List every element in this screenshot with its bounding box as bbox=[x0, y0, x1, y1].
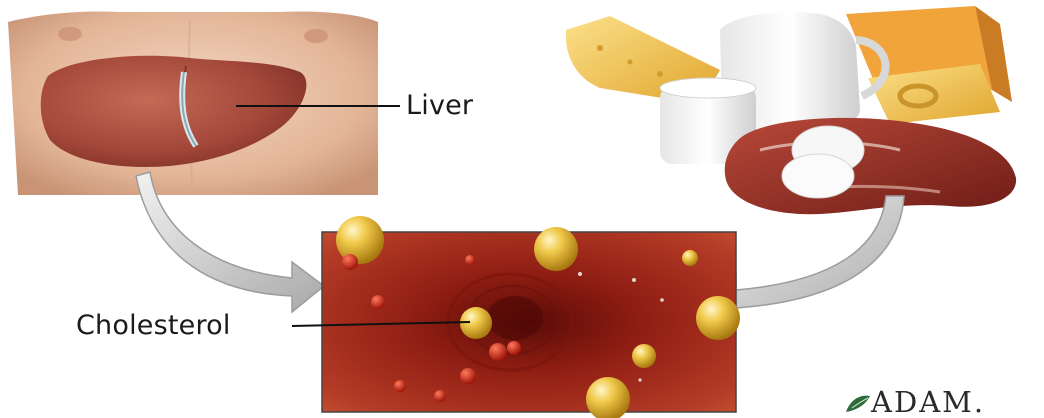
brand-name: ADAM. bbox=[871, 388, 985, 417]
cholesterol-label: Cholesterol bbox=[76, 312, 231, 339]
adam-brand: ADAM. bbox=[841, 388, 985, 417]
blood-vessel-interior bbox=[322, 216, 740, 418]
liver-label: Liver bbox=[406, 92, 473, 119]
dairy-and-meat-foods bbox=[566, 6, 1016, 214]
